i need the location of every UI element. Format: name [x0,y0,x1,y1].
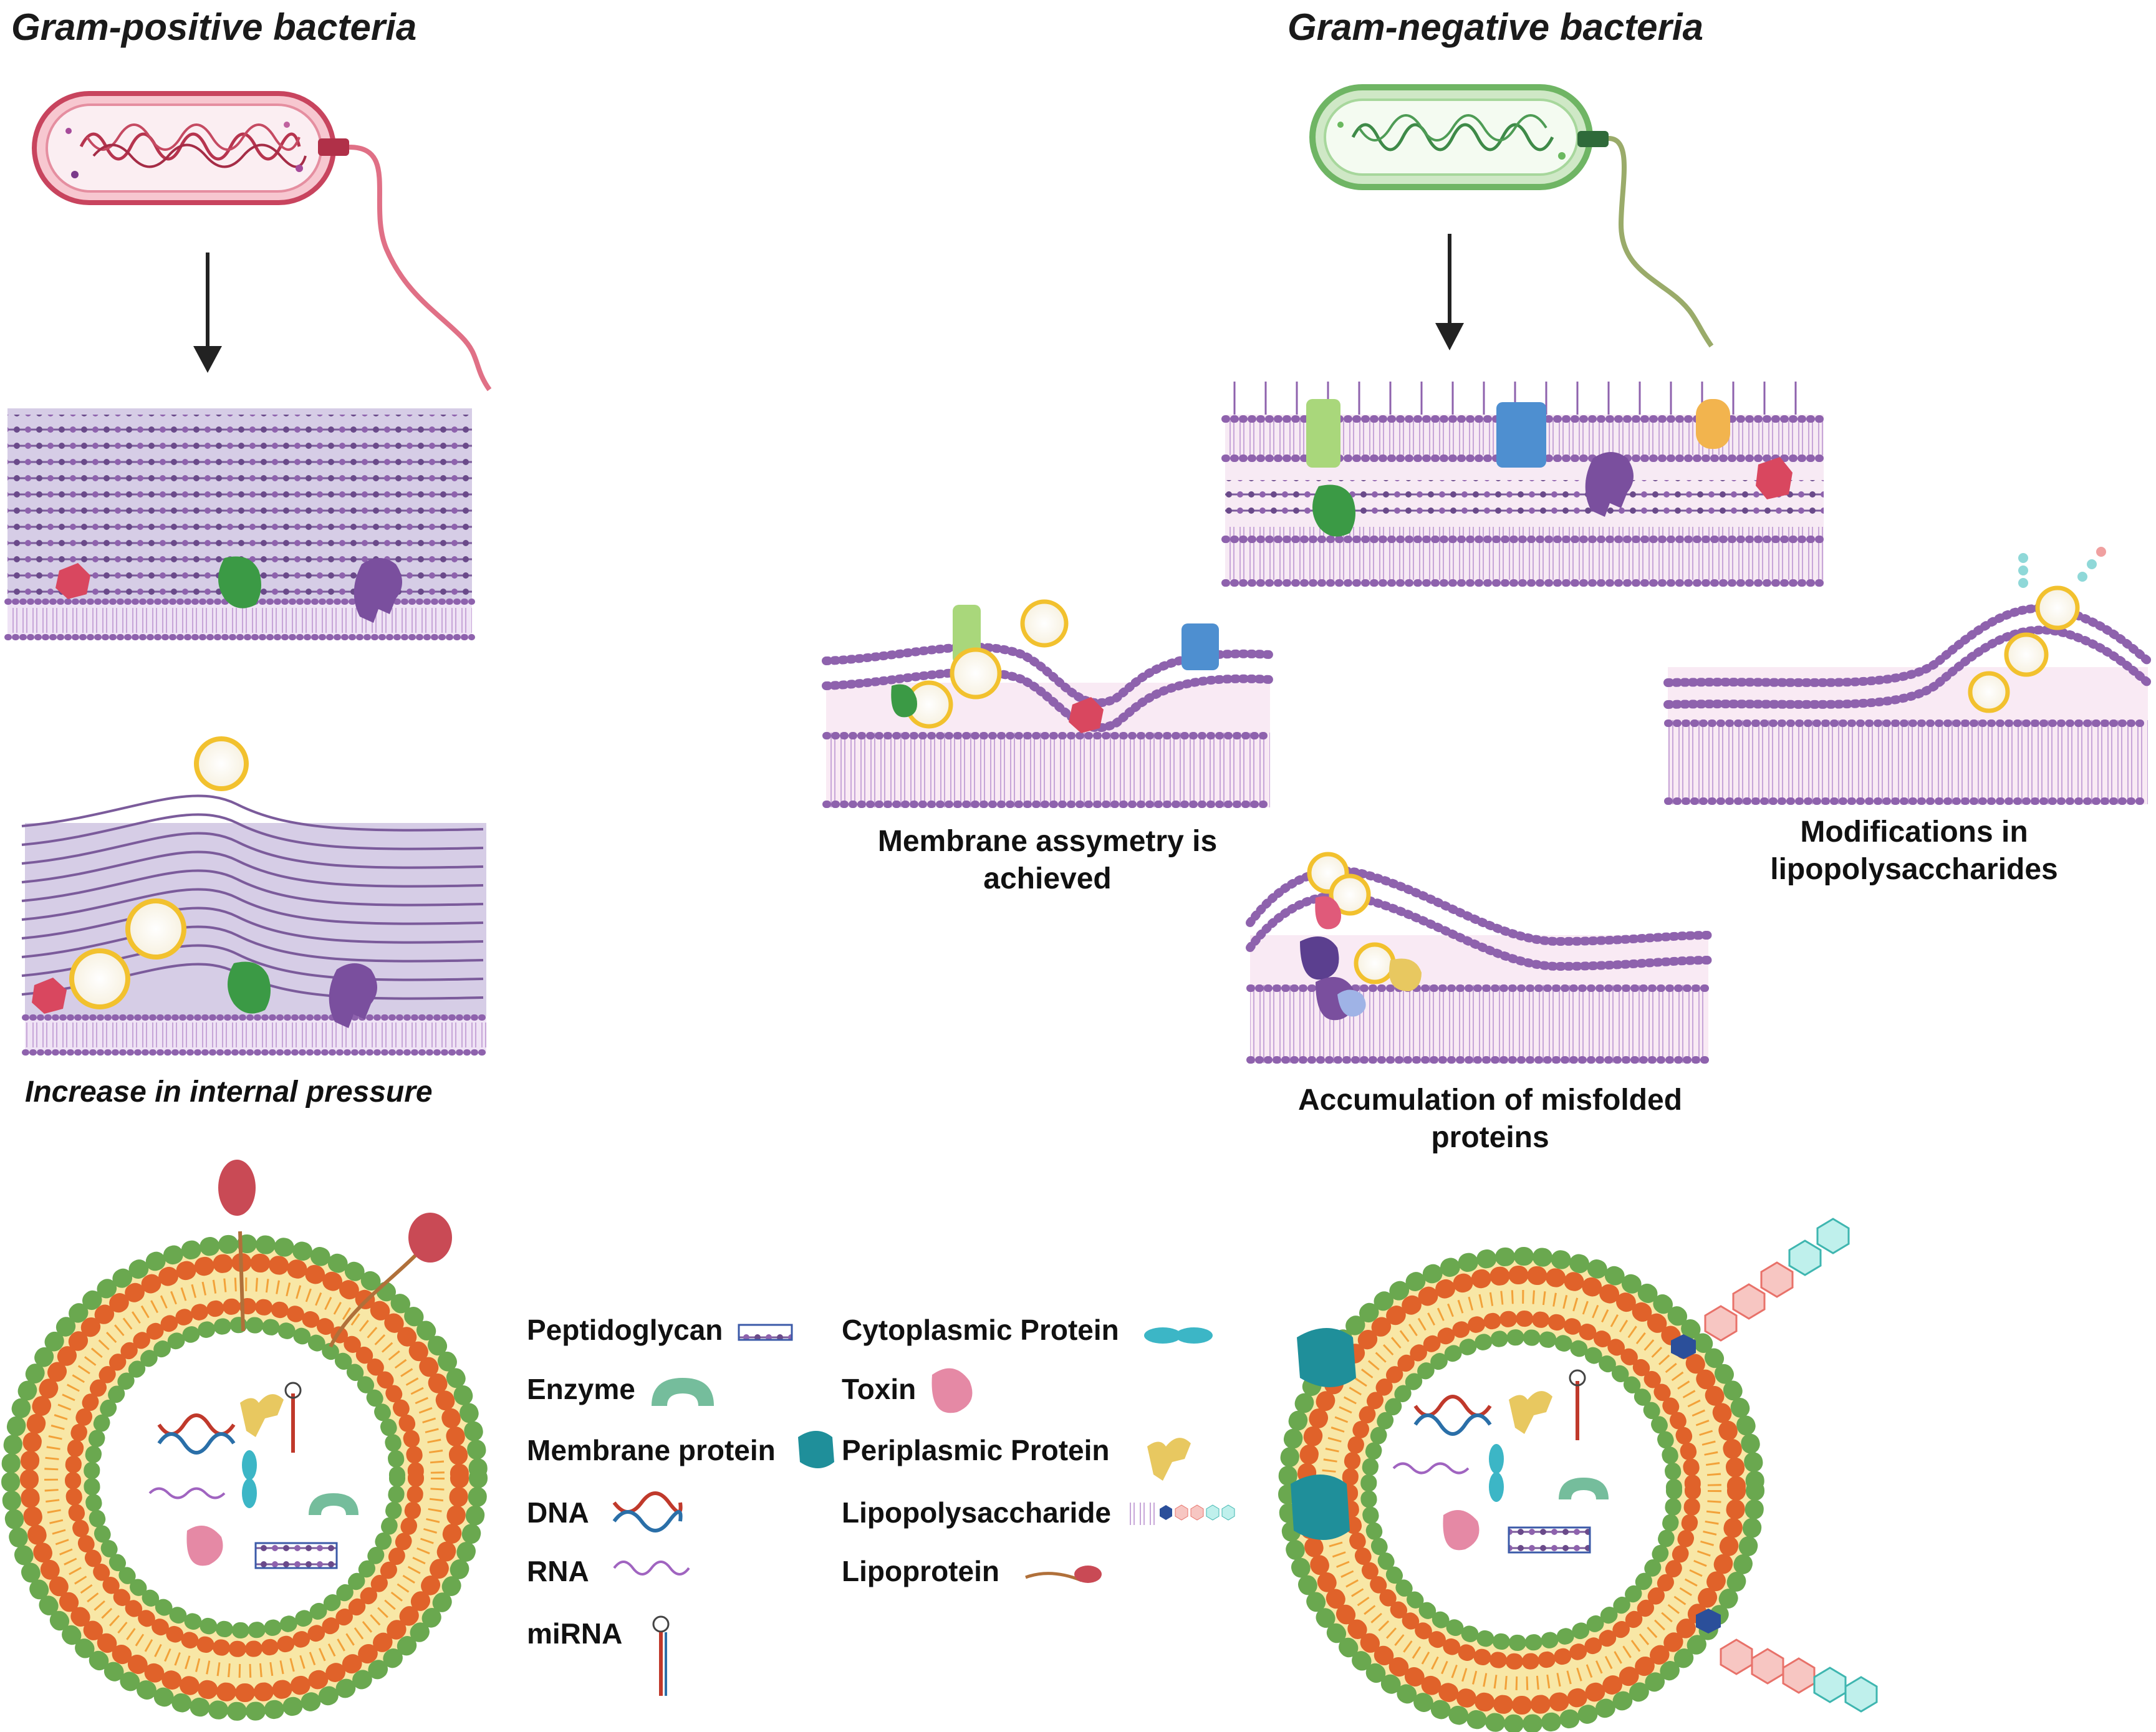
gram-positive-vesicle [1,1160,488,1721]
dna-icon [612,1491,683,1532]
caption-membrane-asymmetry-line2: achieved [983,862,1112,895]
caption-lps-modifications: Modifications in lipopolysaccharides [1740,814,2089,888]
gram-negative-envelope [1221,382,1827,587]
cytoplasmic-protein-icon [1144,1327,1213,1344]
legend-label-membrane-protein: Membrane protein [527,1434,776,1466]
arrow-gram-negative [1435,234,1464,350]
gram-negative-vesicle [1278,1218,1878,1732]
gram-negative-vesicle-cargo [1392,1369,1609,1554]
lps-modification-block [1663,547,2152,805]
gram-negative-title: Gram-negative bacteria [1287,6,1703,48]
rna-icon [613,1561,690,1576]
caption-internal-pressure: Increase in internal pressure [25,1075,433,1109]
legend-label-enzyme: Enzyme [527,1373,635,1405]
caption-membrane-asymmetry: Membrane assymetry is achieved [823,823,1272,898]
toxin-icon [931,1368,973,1413]
arrow-gram-positive [193,253,222,373]
membrane-asymmetry-block [822,599,1274,808]
lipoprotein-icon [1025,1566,1102,1583]
gram-positive-title: Gram-positive bacteria [11,6,417,48]
caption-misfolded-line2: proteins [1431,1121,1549,1154]
legend-label-periplasmic-protein: Periplasmic Protein [842,1434,1110,1466]
legend-label-dna: DNA [527,1496,589,1529]
legend-label-lipopolysaccharide: Lipopolysaccharide [842,1496,1112,1529]
periplasmic-protein-icon [1147,1438,1191,1481]
legend-label-peptidoglycan: Peptidoglycan [527,1314,723,1346]
caption-misfolded-line1: Accumulation of misfolded [1297,1084,1683,1117]
caption-misfolded-proteins: Accumulation of misfolded proteins [1263,1082,1718,1157]
gram-negative-bacterium [1309,84,1714,348]
lipopolysaccharide-icon [1129,1503,1235,1525]
mirna-icon [652,1615,670,1696]
peptidoglycan-wall [4,408,475,640]
gram-positive-vesicle-cargo [148,1382,359,1569]
peptidoglycan-icon [738,1324,793,1341]
misfolded-proteins-block [1246,852,1713,1064]
gram-positive-bacterium [32,91,492,392]
membrane-protein-icon [798,1431,834,1468]
enzyme-icon [652,1378,714,1406]
legend-label-mirna: miRNA [527,1617,623,1650]
legend-icons [612,1324,1235,1696]
caption-lps-line1: Modifications in [1800,815,2028,849]
legend-label-toxin: Toxin [842,1373,917,1405]
legend-label-cytoplasmic-protein: Cytoplasmic Protein [842,1314,1119,1346]
caption-membrane-asymmetry-line1: Membrane assymetry is [877,825,1218,858]
legend-label-rna: RNA [527,1555,589,1587]
caption-lps-line2: lipopolysaccharides [1770,853,2058,886]
internal-pressure-block [21,736,489,1056]
legend-label-lipoprotein: Lipoprotein [842,1555,999,1587]
